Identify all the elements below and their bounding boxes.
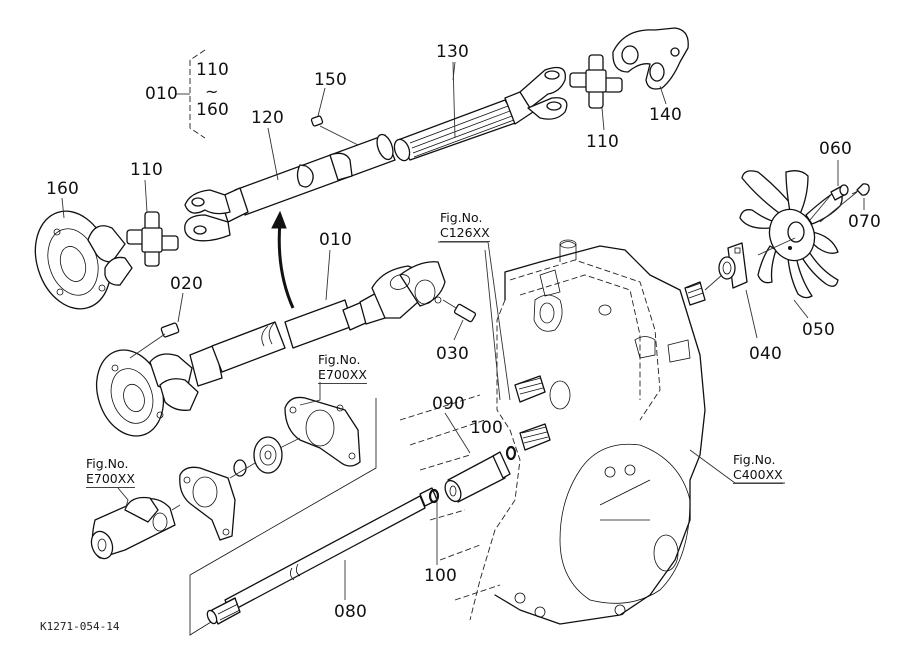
part-110-spider-top	[569, 54, 623, 109]
callout-060[interactable]: 060	[819, 139, 853, 159]
part-130-splined-shaft	[393, 66, 568, 162]
leader-lines	[61, 61, 865, 600]
bearing-bracket-assembly	[179, 396, 377, 636]
callout-050[interactable]: 040	[749, 344, 783, 364]
fig-ref-prefix: Fig.No.	[733, 452, 776, 467]
fig-ref-code: C126XX	[440, 225, 490, 242]
part-060-spacer	[830, 184, 849, 201]
fig-ref-code: E700XX	[86, 471, 135, 488]
fig-ref-prefix: Fig.No.	[318, 352, 361, 367]
part-080-long-shaft	[206, 487, 438, 625]
fig-ref-c400xx[interactable]: Fig.No. C400XX	[733, 452, 783, 484]
group-label-range-end: 160	[196, 100, 230, 120]
transmission-housing	[399, 239, 706, 625]
callout-040[interactable]: 050	[802, 320, 836, 340]
callout-020[interactable]: 020	[170, 274, 204, 294]
fig-ref-prefix: Fig.No.	[440, 210, 483, 225]
group-bracket	[176, 49, 206, 139]
callout-100-upper[interactable]: 100	[470, 418, 504, 438]
fig-ref-c126xx[interactable]: Fig.No. C126XX	[440, 210, 490, 242]
callout-010[interactable]: 010	[319, 230, 353, 250]
drawing-number: K1271-054-14	[40, 620, 120, 633]
part-120-shaft-tube	[184, 133, 396, 242]
part-050-fan-hub	[704, 242, 748, 291]
group-label-range-start: 110	[196, 60, 230, 80]
callout-110-left[interactable]: 110	[130, 160, 164, 180]
callout-100-lower[interactable]: 100	[424, 566, 458, 586]
part-010-drive-shaft	[96, 261, 446, 437]
part-070-bolt	[851, 183, 870, 196]
group-label-range-separator: ~	[205, 82, 219, 101]
callout-120[interactable]: 120	[251, 108, 285, 128]
group-label-part: 010	[145, 84, 179, 104]
universal-joint-left	[90, 496, 181, 560]
fig-ref-prefix: Fig.No.	[86, 456, 129, 471]
callout-130[interactable]: 130	[436, 42, 470, 62]
fig-ref-e700xx-right[interactable]: Fig.No. E700XX	[318, 352, 367, 384]
fig-ref-code: E700XX	[318, 367, 367, 384]
callout-080[interactable]: 080	[334, 602, 368, 622]
part-110-spider-left	[126, 211, 179, 267]
callout-160[interactable]: 160	[46, 179, 80, 199]
callout-090[interactable]: 090	[432, 394, 466, 414]
fig-ref-code: C400XX	[733, 467, 783, 484]
callout-110-top[interactable]: 110	[586, 132, 620, 152]
part-090-sleeve	[444, 451, 511, 503]
assembly-arrow	[271, 210, 295, 309]
callout-070[interactable]: 070	[848, 212, 882, 232]
callout-030[interactable]: 030	[436, 344, 470, 364]
part-020-grease-nipple	[129, 322, 180, 359]
callout-140[interactable]: 140	[649, 105, 683, 125]
part-040-fan	[739, 170, 858, 299]
part-100-oring-upper	[505, 445, 517, 461]
part-030-bolt	[442, 299, 477, 323]
part-160-flange-yoke	[34, 210, 133, 310]
part-140-yoke	[612, 27, 689, 90]
callout-150[interactable]: 150	[314, 70, 348, 90]
part-100-oring-lower	[428, 488, 440, 504]
fig-ref-e700xx-left[interactable]: Fig.No. E700XX	[86, 456, 135, 488]
